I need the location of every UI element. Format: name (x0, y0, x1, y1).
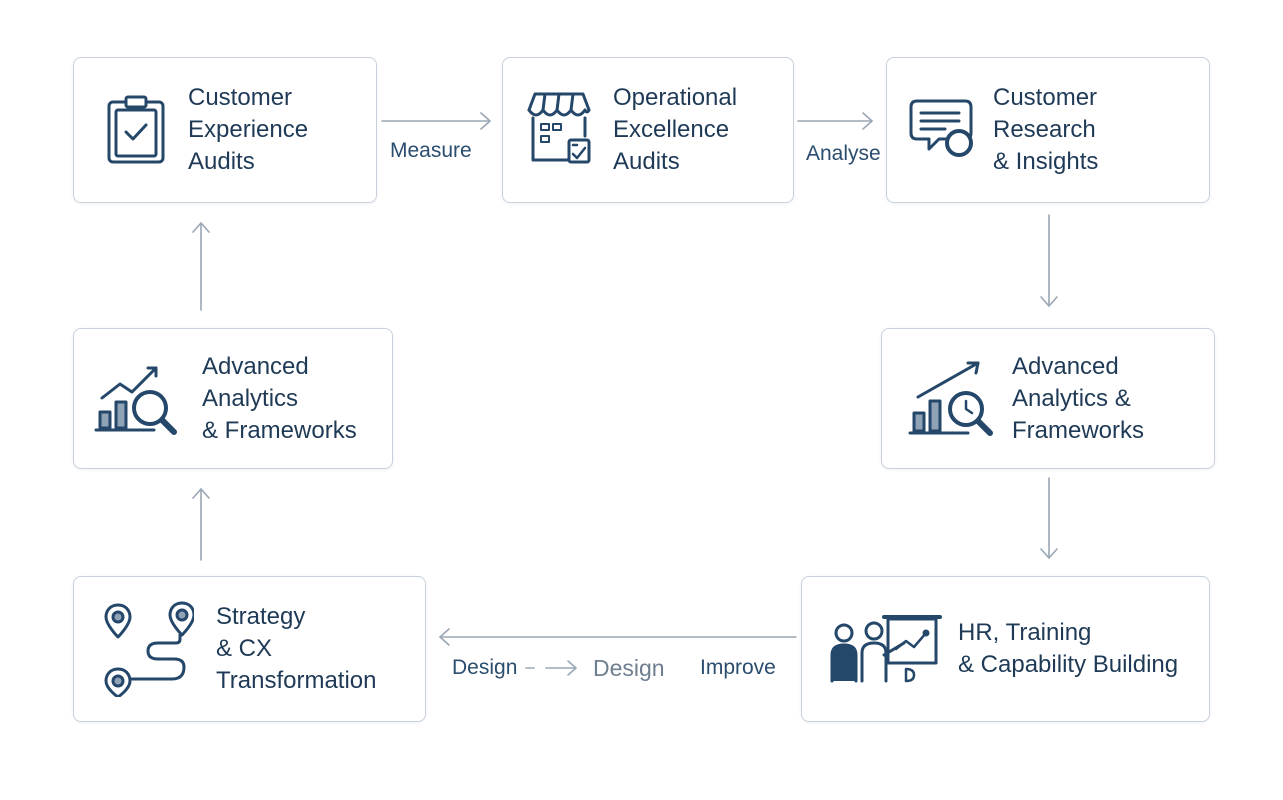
chat-magnifier-icon (909, 99, 973, 157)
node-strategy-cx-transformation: Strategy & CX Transformation (73, 576, 426, 722)
storefront-checklist-icon (527, 92, 591, 164)
arrow-analyse (797, 112, 873, 130)
chart-magnifier-clock-icon (908, 361, 993, 436)
edge-label-analyse: Analyse (806, 142, 881, 165)
chart-magnifier-icon (94, 366, 177, 435)
node-advanced-analytics-right: Advanced Analytics & Frameworks (881, 328, 1215, 469)
arrow-design-inline (525, 660, 577, 676)
node-customer-research-insights: Customer Research & Insights (886, 57, 1210, 203)
edge-label-design: Design (452, 656, 518, 679)
edge-label-design-secondary: Design (593, 655, 665, 681)
arrow-strategy-to-analytics (192, 488, 210, 561)
node-label: Operational Excellence Audits (613, 84, 738, 175)
edge-label-measure: Measure (390, 139, 472, 162)
arrow-analytics-to-hr (1040, 477, 1058, 559)
edge-label-improve: Improve (700, 656, 776, 679)
arrow-improve (439, 628, 797, 646)
people-presentation-icon (830, 615, 942, 683)
node-label: Customer Experience Audits (188, 84, 309, 175)
node-label: Customer Research & Insights (993, 84, 1099, 175)
node-hr-training-capability: HR, Training & Capability Building (801, 576, 1210, 722)
node-label: Advanced Analytics & Frameworks (1012, 352, 1145, 444)
node-label: HR, Training & Capability Building (958, 619, 1179, 678)
node-customer-experience-audits: Customer Experience Audits (73, 57, 377, 203)
node-label: Strategy & CX Transformation (216, 603, 377, 694)
node-operational-excellence-audits: Operational Excellence Audits (502, 57, 794, 203)
arrow-measure (381, 112, 491, 130)
route-pins-icon (104, 601, 194, 697)
clipboard-check-icon (107, 95, 165, 164)
arrow-analytics-to-cx-audits (192, 222, 210, 311)
arrow-research-to-analytics (1040, 214, 1058, 307)
node-label: Advanced Analytics & Frameworks (202, 352, 357, 444)
node-advanced-analytics-left: Advanced Analytics & Frameworks (73, 328, 393, 469)
